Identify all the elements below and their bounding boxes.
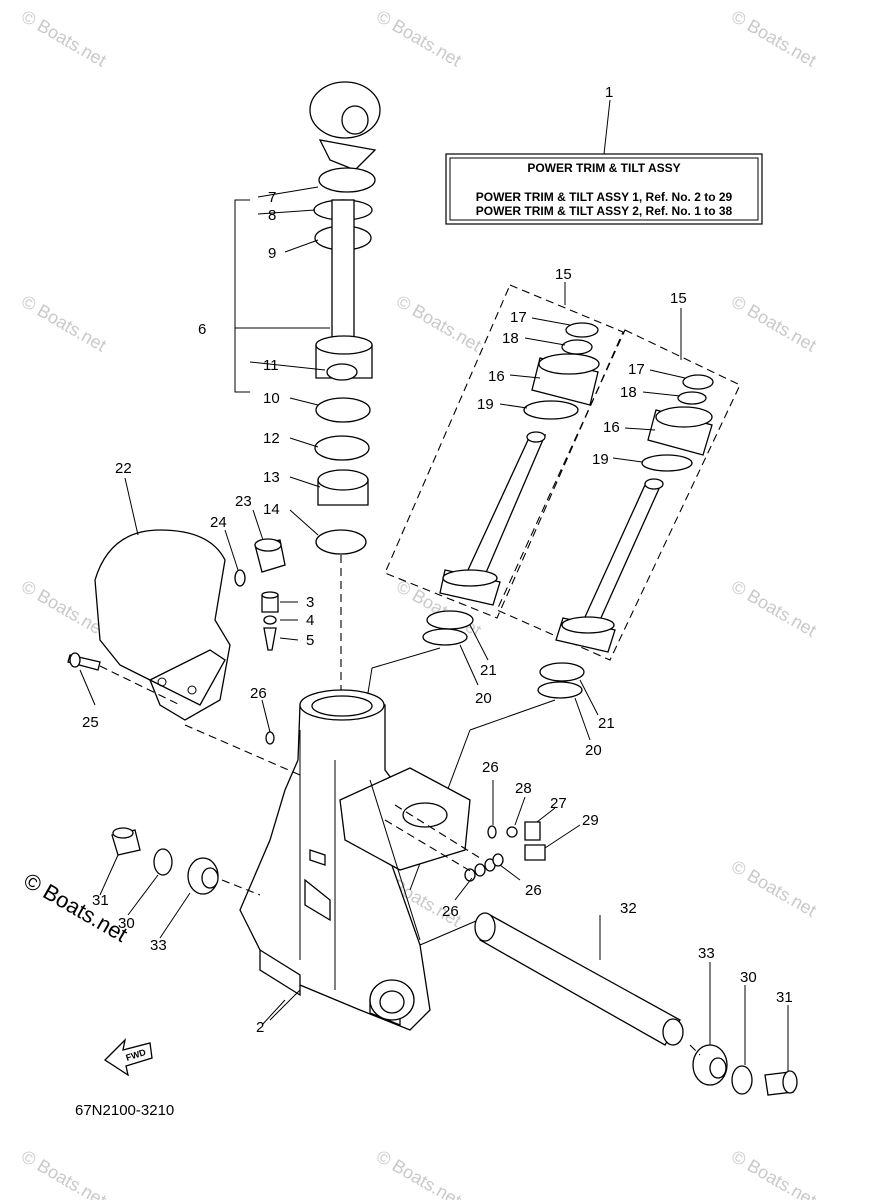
callout-4: 4	[306, 612, 314, 629]
title-line-2: POWER TRIM & TILT ASSY 2, Ref. No. 1 to …	[476, 204, 733, 218]
callout-22: 22	[115, 460, 132, 477]
watermark: © Boats.net	[18, 291, 110, 355]
callout-11: 11	[263, 357, 279, 374]
cylinder-assembly-right	[496, 308, 741, 661]
callout-7: 7	[268, 189, 276, 206]
callout-21b: 21	[598, 715, 615, 732]
callout-19b: 19	[592, 451, 609, 468]
o-rings-20-21	[367, 610, 599, 891]
callout-31b: 31	[776, 989, 793, 1006]
callout-30b: 30	[740, 969, 757, 986]
callout-33a: 33	[150, 937, 167, 954]
callout-28: 28	[515, 780, 532, 797]
callout-24: 24	[210, 514, 227, 531]
callout-9: 9	[268, 245, 276, 262]
watermark: © Boats.net	[393, 291, 485, 355]
callout-19a: 19	[477, 396, 494, 413]
callout-21a: 21	[480, 662, 497, 679]
watermark: © Boats.net	[728, 856, 820, 920]
callout-16b: 16	[603, 419, 620, 436]
callout-26c: 26	[525, 882, 542, 899]
callout-16a: 16	[488, 368, 505, 385]
callout-26a: 26	[250, 685, 267, 702]
callout-5: 5	[306, 632, 314, 649]
watermark: © Boats.net	[18, 6, 110, 70]
guard-part	[94, 477, 231, 721]
callout-2: 2	[256, 1019, 264, 1036]
watermark: © Boats.net	[728, 6, 820, 70]
callout-3: 3	[306, 594, 314, 611]
main-bracket	[239, 689, 491, 1031]
callout-17b: 17	[628, 361, 645, 378]
callout-23: 23	[235, 493, 252, 510]
callout-13: 13	[263, 469, 280, 486]
callout-15a: 15	[555, 266, 572, 283]
callout-25: 25	[82, 714, 99, 731]
fwd-arrow-icon: FWD	[103, 1038, 153, 1077]
watermark-large: © Boats.net	[20, 868, 132, 947]
callout-8: 8	[268, 207, 276, 224]
callout-15b: 15	[670, 290, 687, 307]
callout-6: 6	[198, 321, 206, 338]
watermark: © Boats.net	[728, 1146, 820, 1200]
callout-20a: 20	[475, 690, 492, 707]
cylinder-assembly-left	[384, 282, 624, 619]
callout-18a: 18	[502, 330, 519, 347]
watermark: © Boats.net	[728, 576, 820, 640]
watermark: © Boats.net	[373, 1146, 465, 1200]
callout-18b: 18	[620, 384, 637, 401]
callout-14: 14	[263, 501, 280, 518]
title-heading: POWER TRIM & TILT ASSY	[527, 161, 680, 175]
callout-10: 10	[263, 390, 280, 407]
callout-31a: 31	[92, 892, 109, 909]
callout-17a: 17	[510, 309, 527, 326]
callout-12: 12	[263, 430, 280, 447]
callout-29: 29	[582, 812, 599, 829]
leader-lines	[79, 509, 789, 1072]
title-line-1: POWER TRIM & TILT ASSY 1, Ref. No. 2 to …	[476, 190, 733, 204]
callout-26b: 26	[482, 759, 499, 776]
callout-1: 1	[605, 84, 613, 101]
callout-labels: 1 7 8 9 6 11 10 12 13 14 22 23 24 3 4 5 …	[82, 84, 793, 1036]
callout-33b: 33	[698, 945, 715, 962]
diagram-code: 67N2100-3210	[75, 1102, 174, 1119]
title-box: POWER TRIM & TILT ASSY POWER TRIM & TILT…	[445, 99, 763, 225]
tilt-rod-assembly	[234, 81, 381, 720]
small-parts	[67, 538, 798, 1096]
watermark: © Boats.net	[728, 291, 820, 355]
callout-26d: 26	[442, 903, 459, 920]
watermark: © Boats.net	[373, 6, 465, 70]
callout-30a: 30	[118, 915, 135, 932]
callout-20b: 20	[585, 742, 602, 759]
callout-27: 27	[550, 795, 567, 812]
callout-32: 32	[620, 900, 637, 917]
watermark: © Boats.net	[18, 1146, 110, 1200]
